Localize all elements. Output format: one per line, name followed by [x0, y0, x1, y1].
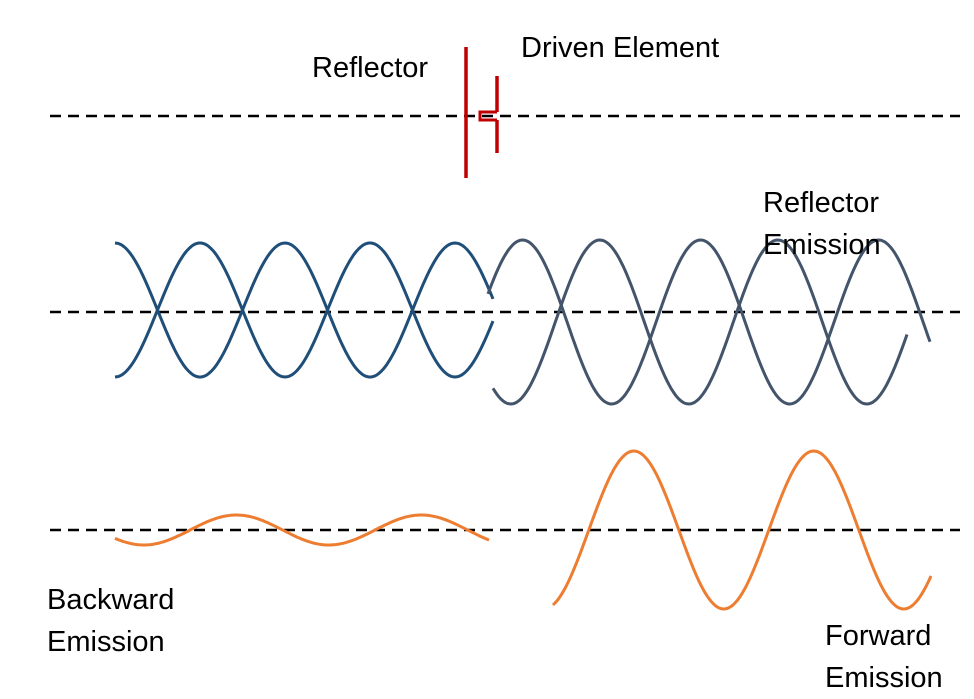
- left-wave-b: [114, 241, 495, 379]
- reflector-emission-line-2: Emission: [763, 229, 881, 261]
- left-wave-a: [114, 241, 495, 379]
- antenna-elements: [464, 47, 499, 178]
- right-wave-b: [491, 238, 909, 406]
- reflector-emission-label: Reflector Emission: [763, 182, 881, 266]
- feed-point: [478, 110, 497, 122]
- driven-element-label-text: Driven Element: [521, 32, 720, 64]
- reflector-label-text: Reflector: [312, 52, 429, 84]
- backward-emission-line-2: Emission: [47, 626, 165, 658]
- reflector-emission-line-1: Reflector: [763, 187, 880, 219]
- backward-emission-wave: [114, 513, 490, 547]
- backward-emission-path: [114, 513, 490, 547]
- backward-emission-line-1: Backward: [47, 584, 175, 616]
- backward-emission-label: Backward Emission: [47, 579, 174, 663]
- forward-emission-path: [551, 449, 933, 611]
- forward-emission-line-1: Forward: [825, 620, 932, 652]
- reflector-wave-right: [486, 238, 932, 406]
- driven-element-label: Driven Element: [521, 27, 719, 69]
- reflector-wave-left: [114, 241, 495, 379]
- forward-emission-label: Forward Emission: [825, 615, 943, 699]
- reflector-label: Reflector: [312, 47, 428, 89]
- forward-emission-line-2: Emission: [825, 662, 943, 694]
- forward-emission-wave: [551, 449, 933, 611]
